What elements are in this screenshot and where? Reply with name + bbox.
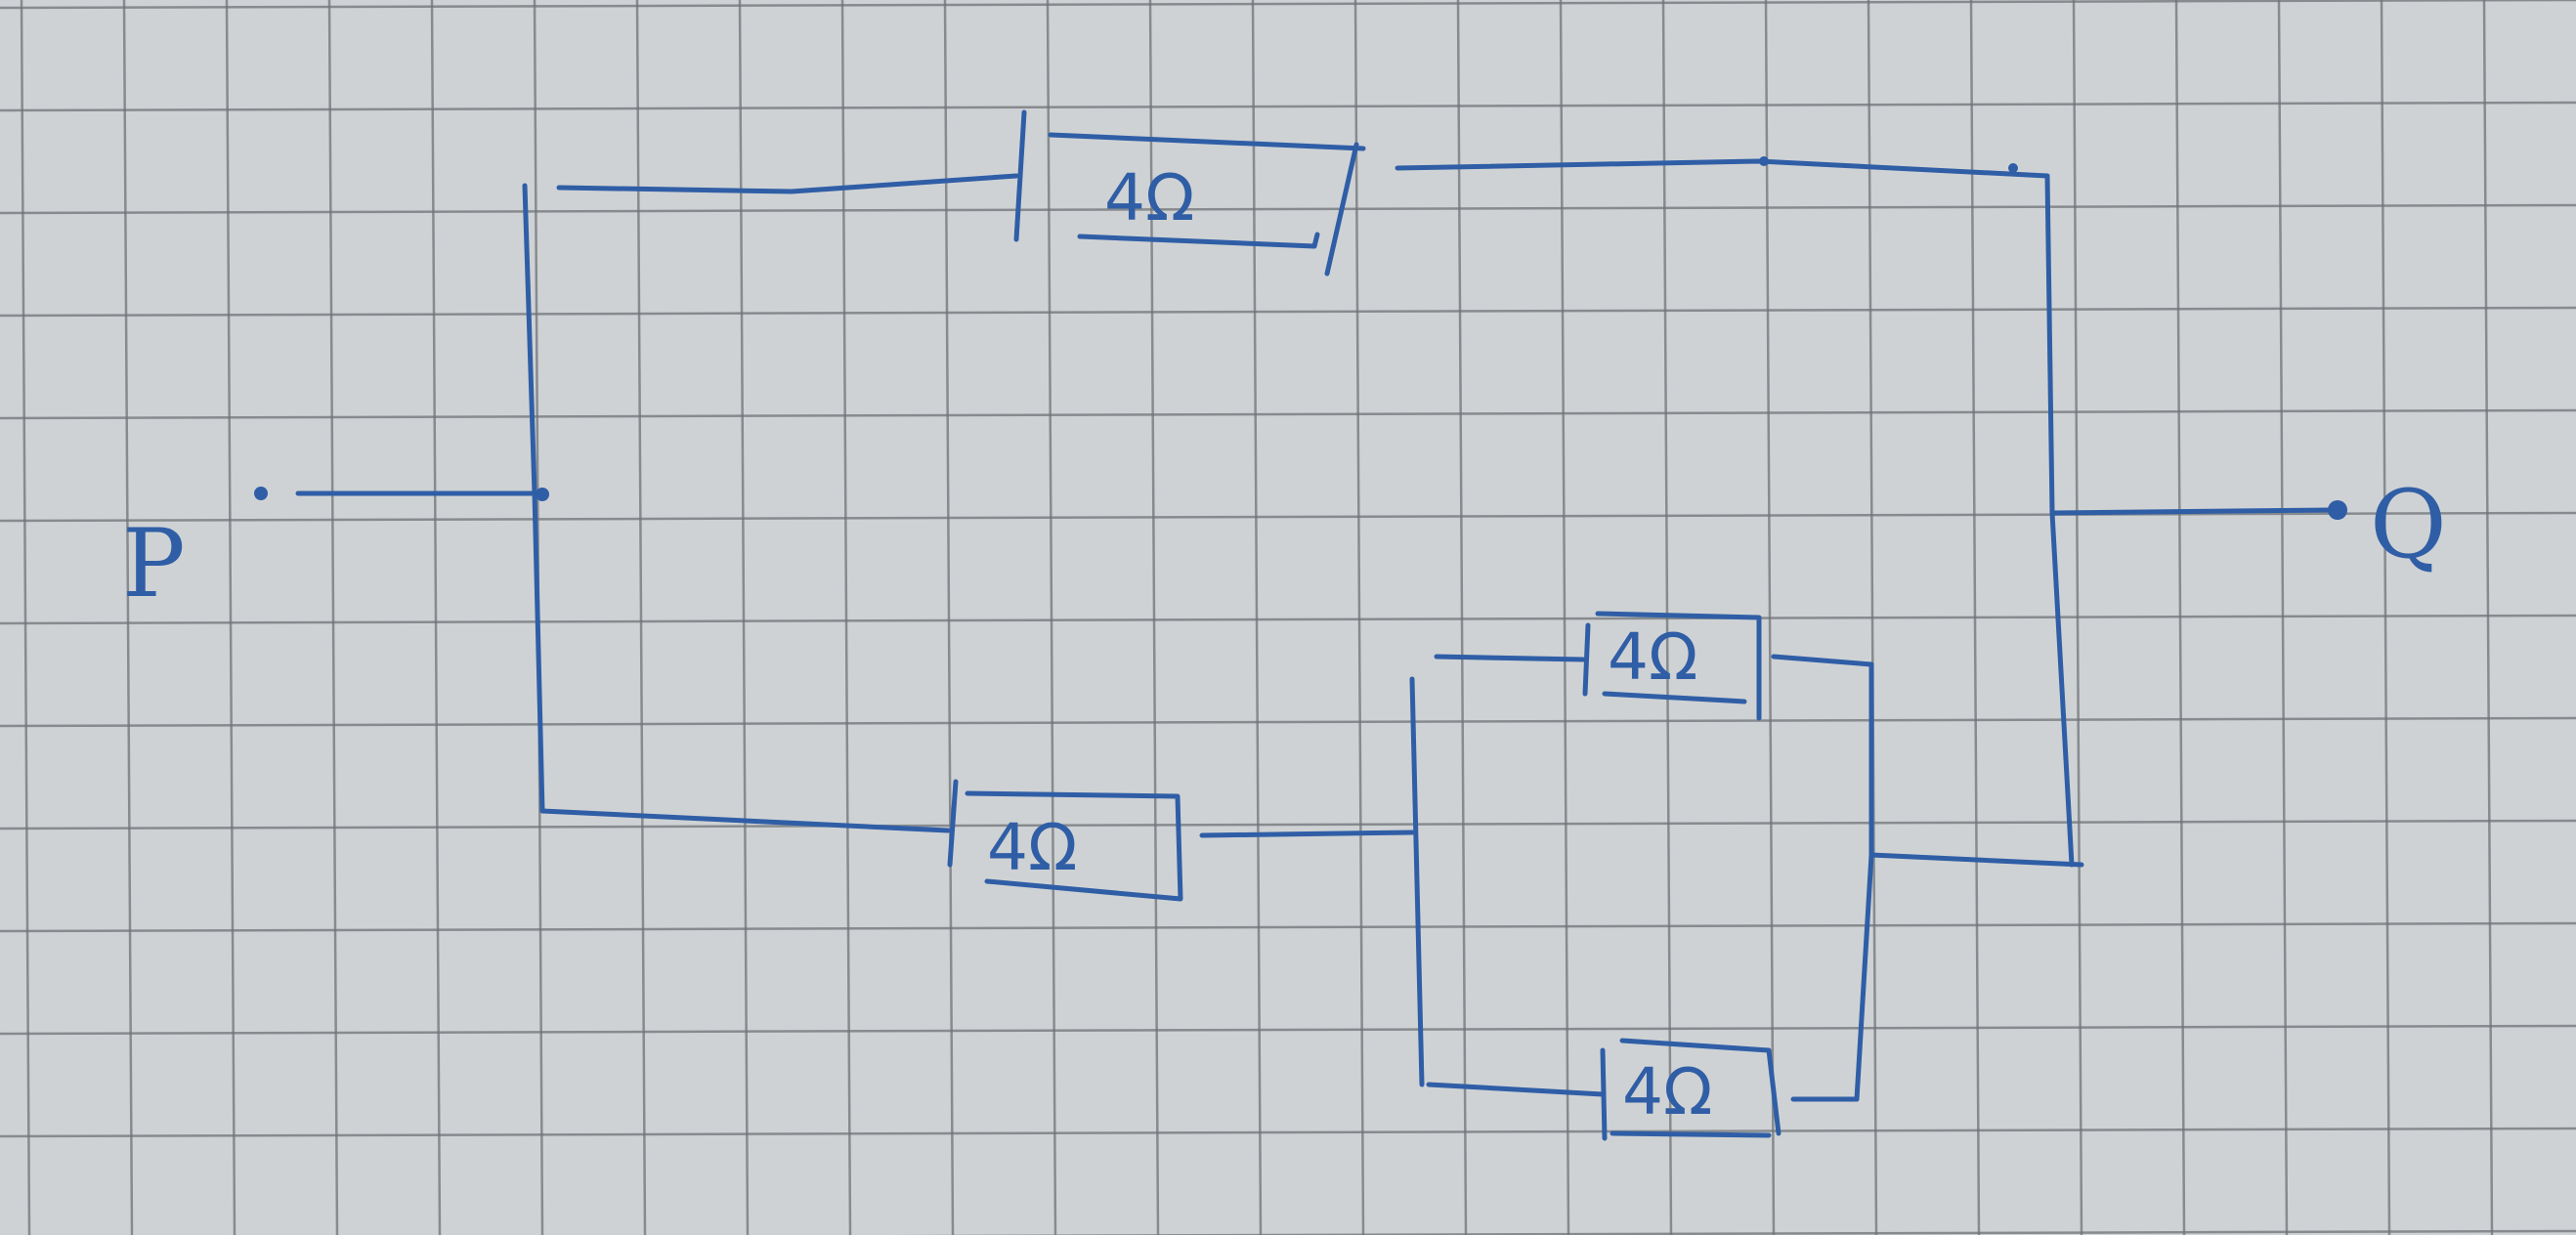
- wire-bottom-left: [539, 808, 951, 833]
- wire-parallel-to-q: [1868, 852, 2084, 868]
- grid-line-vertical: [2482, 0, 2494, 1235]
- resistor-parallel-upper-label: 4Ω: [1608, 619, 1697, 695]
- wire-q-lead: [2049, 507, 2334, 516]
- resistor-bottom-series-left-bar: [947, 779, 959, 868]
- wire-parallel-lower-in: [1426, 1082, 1606, 1097]
- wire-parallel-upper-out: [1771, 654, 1874, 667]
- grid-line-horizontal: [0, 511, 2576, 523]
- grid-line-vertical: [122, 0, 134, 1235]
- resistor-top-right-bar: [1324, 142, 1359, 277]
- grid-line-vertical: [840, 0, 852, 1235]
- junction-top: [1759, 156, 1769, 166]
- terminal-q-dot: [2328, 500, 2347, 520]
- grid-line-horizontal: [0, 716, 2576, 728]
- grid-line-horizontal: [0, 819, 2576, 830]
- grid-line-horizontal: [0, 408, 2576, 420]
- resistor-bottom-series-box: [965, 790, 1183, 902]
- grid-line-vertical: [1353, 0, 1365, 1235]
- grid-line-vertical: [327, 0, 339, 1235]
- resistor-parallel-upper: 4Ω: [1582, 611, 1762, 721]
- wires: [295, 158, 2334, 1102]
- grid-line-vertical: [2380, 0, 2391, 1235]
- grid-line-horizontal: [0, 614, 2576, 625]
- grid-line-horizontal: [0, 101, 2576, 112]
- resistor-top-label: 4Ω: [1104, 160, 1194, 235]
- wire-bottom-mid: [1199, 830, 1415, 838]
- wire-top-right: [1395, 158, 2050, 179]
- grid-line-vertical: [430, 0, 442, 1235]
- terminal-p-label: P: [122, 509, 186, 618]
- grid-line-horizontal: [0, 306, 2576, 318]
- grid-line-vertical: [635, 0, 647, 1235]
- junction-top-right: [2008, 163, 2018, 173]
- grid-line-horizontal: [0, 921, 2576, 933]
- wire-parallel-left-bus: [1409, 676, 1425, 1087]
- terminal-p-dot: [254, 487, 268, 500]
- grid-line-vertical: [1046, 0, 1057, 1235]
- nodes: [254, 156, 2347, 520]
- resistor-top-box: [1048, 132, 1366, 249]
- resistor-parallel-lower: 4Ω: [1600, 1038, 1782, 1141]
- grid-line-vertical: [20, 0, 31, 1235]
- grid-line-vertical: [738, 0, 750, 1235]
- resistor-parallel-lower-label: 4Ω: [1622, 1054, 1712, 1129]
- grid-line-horizontal: [0, 1127, 2576, 1138]
- terminal-q-label: Q: [2370, 470, 2447, 579]
- grid-line-horizontal: [0, 1024, 2576, 1036]
- grid-line-vertical: [943, 0, 955, 1235]
- resistor-parallel-lower-left-bar: [1600, 1047, 1608, 1141]
- resistor-bottom-series: 4Ω: [947, 779, 1183, 902]
- grid-line-horizontal: [0, 203, 2576, 215]
- resistor-parallel-upper-left-bar: [1582, 622, 1591, 697]
- grid-line-vertical: [1251, 0, 1263, 1235]
- grid-line-vertical: [1456, 0, 1468, 1235]
- grid-line-horizontal: [885, 1229, 2576, 1235]
- resistor-parallel-upper-box: [1595, 611, 1762, 721]
- junction-left: [536, 488, 549, 501]
- grid-line-horizontal: [0, 0, 2576, 10]
- resistor-top: 4Ω: [1013, 109, 1366, 277]
- grid-line-vertical: [225, 0, 236, 1235]
- wire-top-left: [556, 173, 1019, 194]
- wire-right-bus: [2044, 173, 2075, 868]
- resistor-bottom-series-label: 4Ω: [987, 810, 1077, 885]
- wire-left-bus: [522, 183, 545, 814]
- resistor-parallel-lower-box: [1610, 1038, 1782, 1138]
- wire-parallel-right-bus: [1854, 661, 1874, 1102]
- wire-parallel-upper-in: [1434, 654, 1586, 662]
- resistor-top-left-bar: [1013, 109, 1027, 242]
